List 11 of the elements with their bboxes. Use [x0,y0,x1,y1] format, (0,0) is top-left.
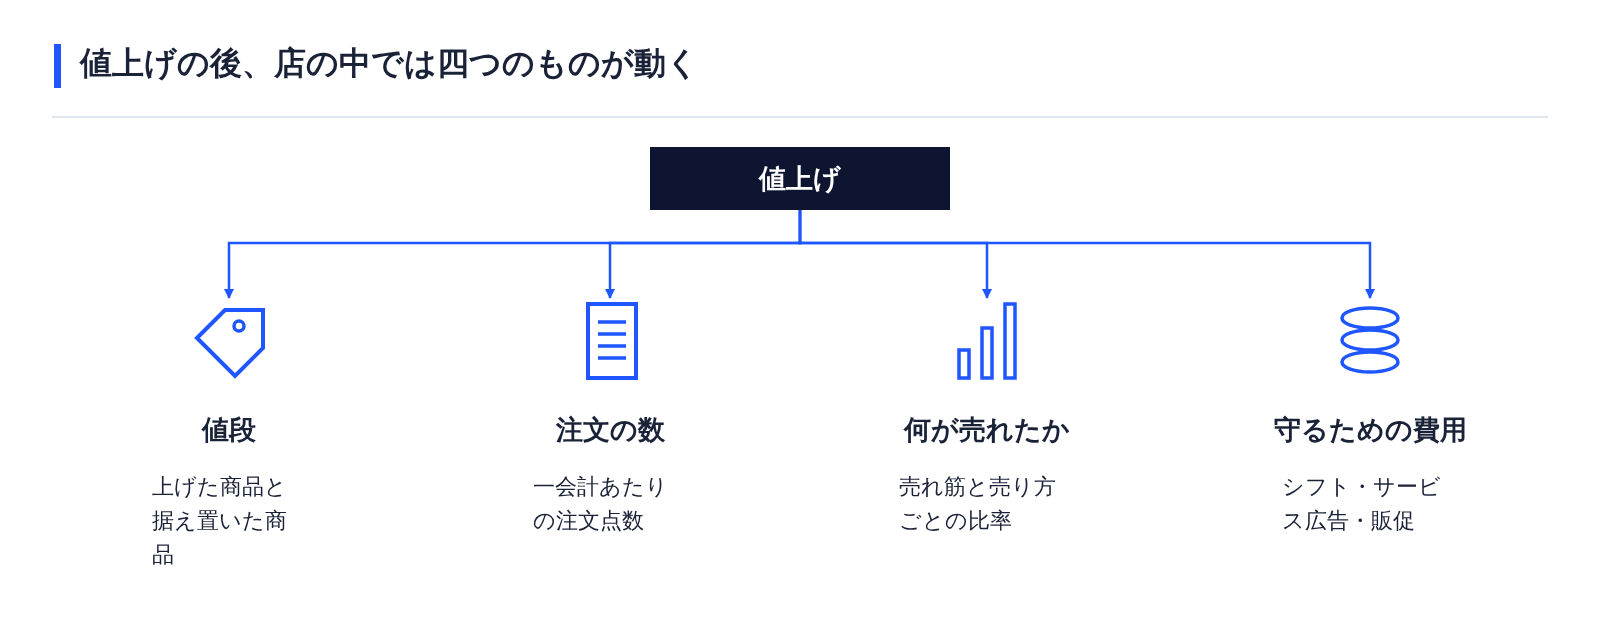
category-heading: 値段 [202,413,256,447]
category-description: 上げた商品と据え置いた商品 [152,473,288,569]
category-heading: 注文の数 [555,413,665,447]
process-box: 値上げ [650,147,950,210]
arrow [798,210,1375,299]
category-description: シフト・サービス広告・販促 [1282,473,1442,535]
category-description: 売れ筋と売り方ごとの比率 [899,473,1057,535]
category-heading: 守るための費用 [1273,413,1467,447]
category-heading: 何が売れたか [904,413,1070,447]
heading: 値上げの後、店の中では四つのものが動く [80,43,699,84]
category-description: 一会計あたりの注文点数 [533,473,669,535]
